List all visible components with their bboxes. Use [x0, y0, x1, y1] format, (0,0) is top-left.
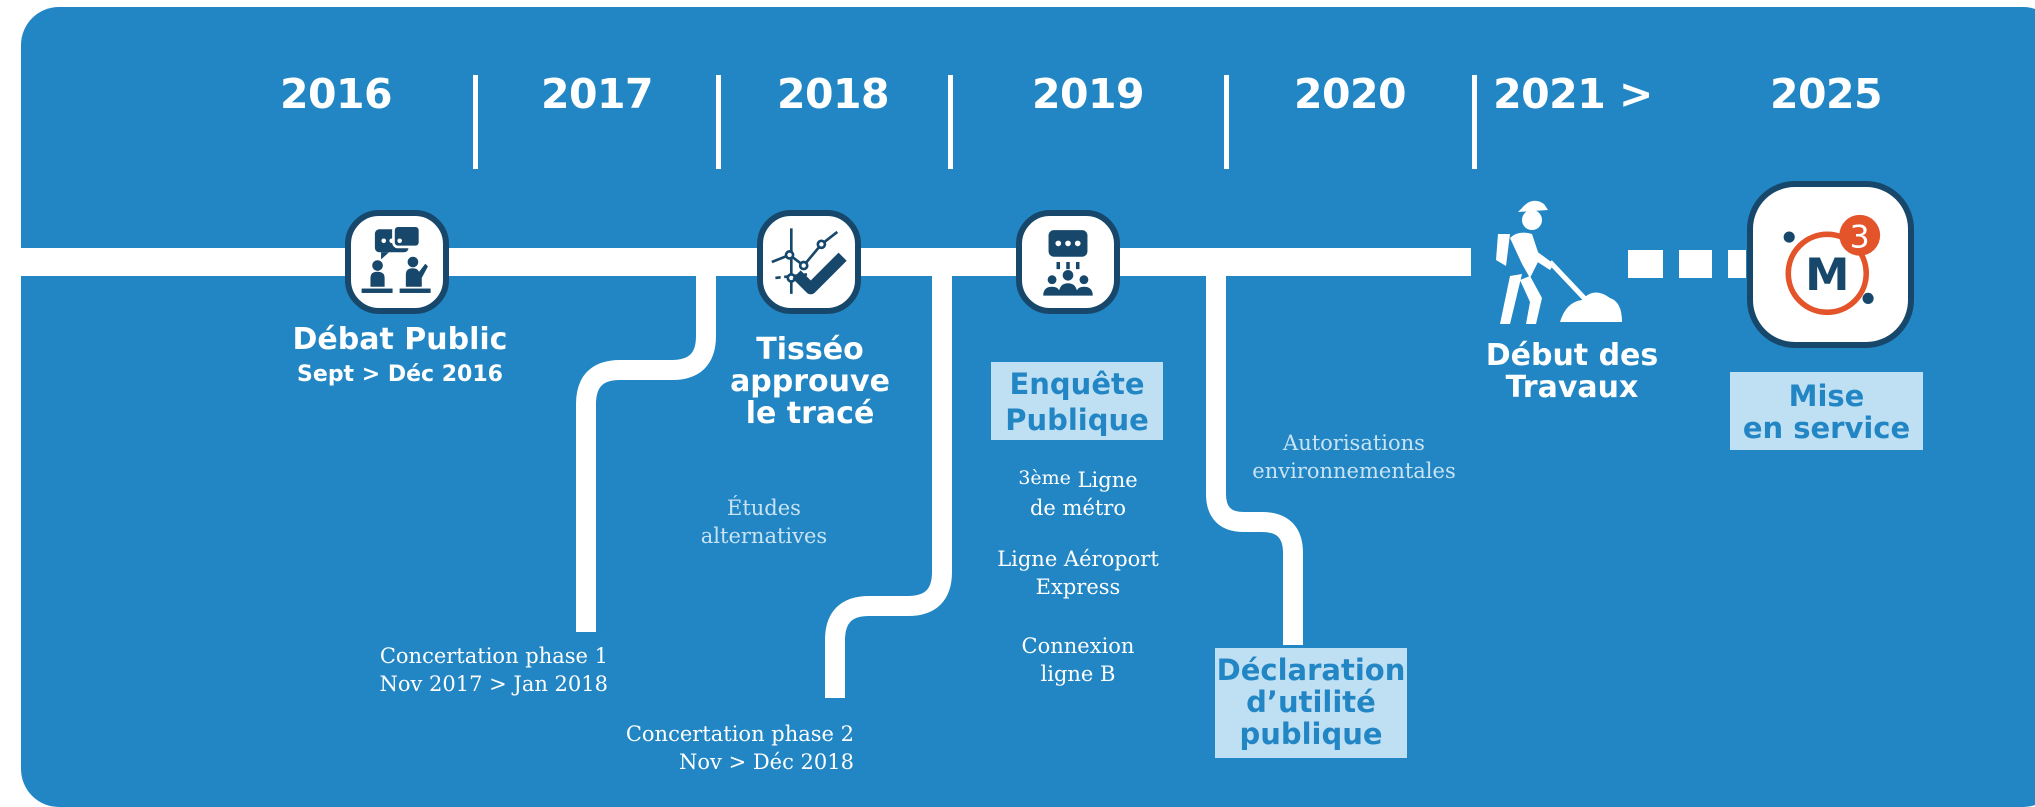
milestone-title: Débat Public	[292, 322, 508, 357]
year-separator	[716, 75, 721, 169]
enquete-item-text: Ligne Aéroport	[997, 547, 1159, 571]
year-label: 2016	[279, 70, 393, 118]
year-label: 2025	[1769, 70, 1883, 118]
milestone-title: approuve	[730, 364, 890, 399]
branch-label: Autorisations environnementales	[1226, 429, 1482, 485]
mise-en-service-box: Mise en service	[1730, 372, 1923, 450]
year-separator	[473, 75, 478, 169]
box-line: Enquête	[1009, 367, 1145, 401]
branch-label: Études alternatives	[664, 494, 864, 550]
year-label: 2020	[1293, 70, 1407, 118]
enquete-item: 3ème Ligne de métro	[978, 464, 1178, 522]
enquete-item-text: de métro	[1029, 496, 1126, 520]
branch-label: Concertation phase 1 Nov 2017 > Jan 2018	[350, 642, 608, 698]
box-line: d’utilité	[1246, 685, 1376, 719]
milestone-title: Début des	[1485, 338, 1659, 373]
branch-label-line: alternatives	[700, 524, 828, 548]
timeline-track	[21, 248, 1471, 276]
route-approval-icon	[757, 210, 861, 314]
enquete-publique-box: Enquête Publique	[991, 362, 1163, 440]
year-separator	[1224, 75, 1229, 169]
enquete-item: Ligne Aéroport Express	[978, 545, 1178, 601]
public-inquiry-icon	[1016, 210, 1120, 314]
enquete-item-sup: 3ème	[1018, 467, 1071, 489]
timeline-dash	[1628, 250, 1663, 278]
timeline-dash	[1728, 250, 1746, 278]
enquete-item: Connexion ligne B	[978, 632, 1178, 688]
enquete-item-text: ligne B	[1040, 662, 1116, 686]
year-label: 2017	[540, 70, 654, 118]
branch-label-line: Autorisations	[1283, 431, 1425, 455]
branch-label-line: Concertation phase 1	[379, 644, 608, 668]
construction-worker-icon	[1496, 200, 1622, 324]
milestone-date: Sept > Déc 2016	[297, 362, 503, 387]
discussion-icon	[345, 210, 449, 314]
box-line: Déclaration	[1216, 653, 1406, 687]
branch-label-line: Concertation phase 2	[625, 722, 854, 746]
enquete-item-text: Express	[1035, 575, 1121, 599]
box-line: Publique	[1005, 403, 1149, 437]
metro-line-3-logo: M 3	[1747, 181, 1914, 348]
year-label: 2019	[1031, 70, 1145, 118]
box-line: en service	[1742, 411, 1911, 445]
branch-path-dup	[1206, 262, 1303, 645]
branch-label-line: Nov > Déc 2018	[679, 750, 854, 774]
milestone-title: le tracé	[745, 396, 875, 431]
branch-label-line: Nov 2017 > Jan 2018	[379, 672, 608, 696]
logo-number: 3	[1850, 219, 1870, 255]
enquete-item-text: Connexion	[1021, 634, 1135, 658]
branch-label-line: environnementales	[1252, 459, 1456, 483]
year-separator	[1472, 75, 1477, 169]
logo-letter: M	[1805, 249, 1849, 301]
year-separator	[948, 75, 953, 169]
branch-path-concertation-1	[576, 262, 716, 632]
branch-path-concertation-2	[825, 262, 952, 698]
year-label: 2018	[776, 70, 890, 118]
declaration-utilite-publique-box: Déclaration d’utilité publique	[1215, 648, 1407, 758]
branch-label-line: Études	[727, 496, 801, 520]
box-line: publique	[1239, 717, 1383, 751]
box-line: Mise	[1788, 379, 1865, 413]
milestone-title: Travaux	[1505, 370, 1639, 405]
branch-label: Concertation phase 2 Nov > Déc 2018	[596, 720, 854, 776]
year-label: 2021 >	[1493, 70, 1653, 118]
enquete-item-text: Ligne	[1077, 468, 1138, 492]
timeline-dash	[1679, 250, 1712, 278]
milestone-title: Tisséo	[756, 332, 864, 367]
